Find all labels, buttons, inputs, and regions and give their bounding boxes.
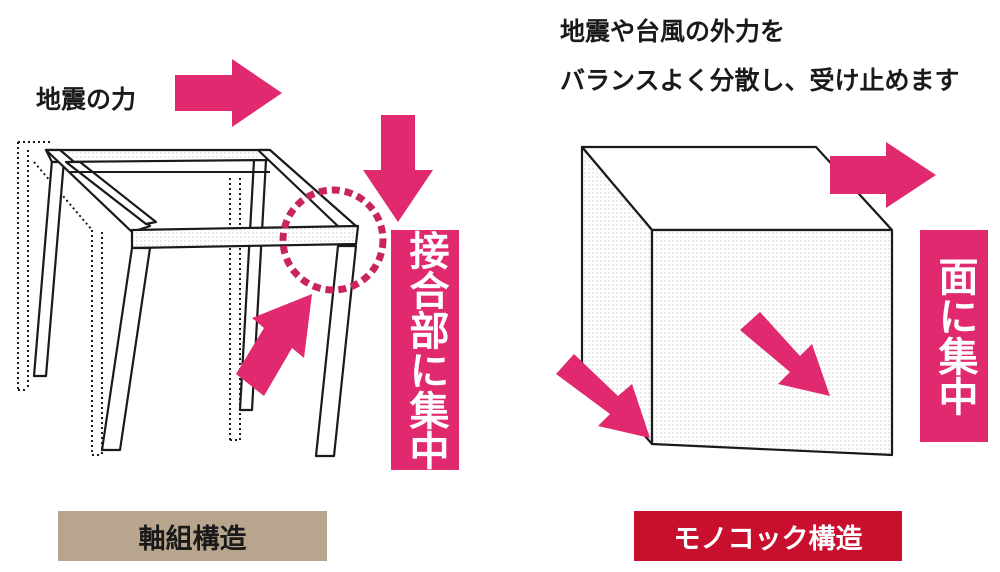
- inner-left-beam: [64, 160, 158, 226]
- timber-frame: [17, 141, 360, 458]
- force-arrow-diagonal: [236, 294, 312, 396]
- front-beam: [130, 224, 360, 250]
- joint-highlight-circle: [279, 186, 387, 294]
- caption-line-1: 地震や台風の外力を: [560, 17, 786, 46]
- front-left-post: [100, 246, 152, 452]
- box-arrow-center: [740, 312, 830, 396]
- box-arrow-bottom-left: [556, 354, 650, 438]
- caption-line-2: バランスよく分散し、受け止めます: [560, 66, 960, 95]
- frame-structure-caption: 軸組構造: [58, 511, 327, 561]
- force-arrow-right: [175, 59, 282, 127]
- joint-concentration-label: 接合部に集中: [391, 230, 459, 470]
- frame-ghost-outline: [17, 141, 241, 456]
- surface-concentration-label: 面に集中: [920, 230, 988, 442]
- left-beam: [44, 148, 152, 234]
- earthquake-force-label: 地震の力: [36, 85, 137, 114]
- back-left-post: [32, 158, 66, 378]
- monocoque-structure-caption: モノコック構造: [634, 511, 902, 561]
- right-beam: [256, 148, 358, 232]
- force-arrow-down: [363, 115, 433, 222]
- box-arrow-top-right: [830, 142, 936, 208]
- front-right-post: [314, 244, 358, 458]
- back-beam: [44, 148, 272, 164]
